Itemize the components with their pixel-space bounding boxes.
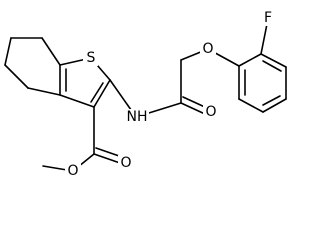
bond-amide-carbonyl-a [180, 102, 206, 115]
fluorine-label: F [264, 10, 272, 26]
bond-ester-carbonyl-a [93, 153, 121, 164]
cyclopentane-ring [4, 37, 61, 96]
bond-ph-4-double [262, 95, 281, 106]
methyl-ester-group [42, 106, 123, 172]
bond-cp-2 [4, 37, 12, 66]
bond-ph-f [260, 23, 268, 55]
bond-cp-3 [4, 64, 29, 89]
atom-labels: S F O NH O O O [65, 10, 276, 179]
amide-nitrogen-label-bg [125, 109, 149, 125]
bond-ph-5 [238, 98, 264, 113]
bond-cp-5 [27, 87, 61, 96]
ether-oxygen-label-bg [200, 41, 216, 57]
bond-th-4-double [90, 82, 104, 103]
sulfur-label: S [87, 50, 96, 66]
amide-nitrogen-label: NH [127, 109, 148, 125]
ether-oxygen-label: O [202, 41, 213, 57]
fluorophenyl-ring [238, 23, 287, 113]
molecule-canvas: S F O NH O O O [4, 10, 287, 179]
ester-carbonyl-oxygen-label-bg [118, 155, 134, 171]
amide-linker [109, 48, 240, 118]
fluorine-label-bg [260, 10, 276, 26]
bond-ester-carbonyl-b [95, 147, 123, 158]
amide-oxygen-label-bg [203, 104, 219, 120]
molecule-structure: S F O NH O O O [4, 10, 287, 179]
bond-ph-2 [260, 53, 287, 68]
ester-oxygen-label: O [67, 163, 78, 179]
bond-th-4 [93, 79, 111, 108]
bond-ph-2-double [262, 60, 282, 72]
bond-th-5 [59, 94, 95, 108]
sulfur-label-bg [83, 50, 98, 66]
bond-ph-4 [262, 98, 287, 113]
ester-oxygen-label-bg [65, 163, 81, 179]
ester-carbonyl-oxygen-label: O [120, 155, 131, 171]
amide-oxygen-label: O [205, 104, 216, 120]
bond-cp-4 [41, 37, 61, 66]
bond-ph-1 [238, 53, 262, 67]
